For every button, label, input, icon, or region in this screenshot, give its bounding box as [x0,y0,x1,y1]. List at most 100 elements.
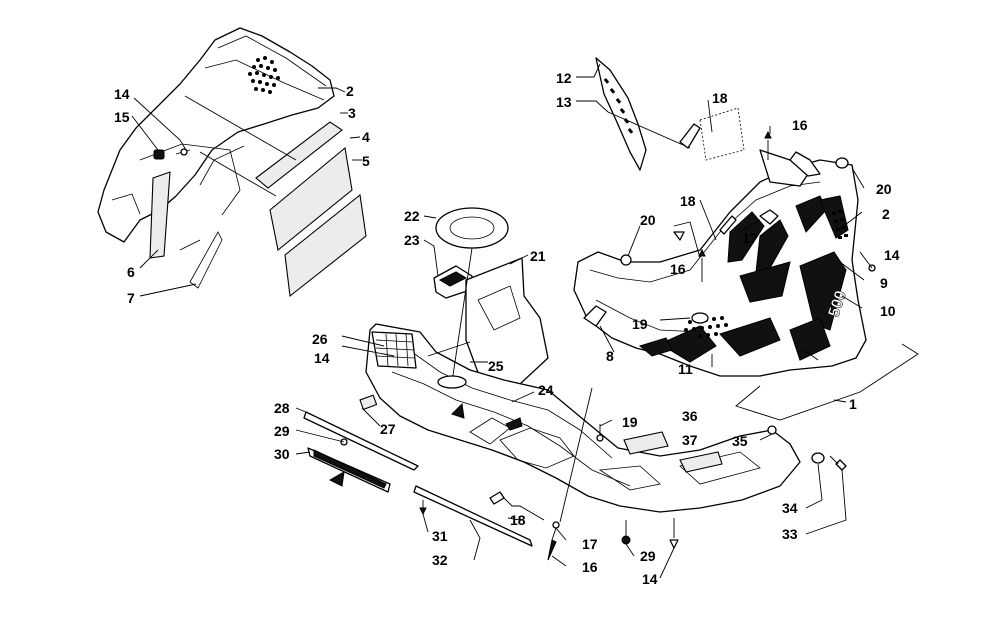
callout-14-lower: 14 [642,571,658,587]
callout-35: 35 [732,433,748,449]
callout-15: 15 [114,109,130,125]
callout-14-center: 14 [314,350,330,366]
assembly-bracket-1 [735,343,919,421]
callout-7: 7 [127,290,135,306]
warning-triangle-2 [328,471,345,487]
callout-22: 22 [404,208,420,224]
callout-6: 6 [127,264,135,280]
grill-mesh-26 [371,331,417,369]
rivet-20-left [620,254,632,266]
decal-9 [832,210,848,239]
callout-17-mid: 17 [742,230,758,246]
callout-34: 34 [782,500,798,516]
callout-27: 27 [380,421,396,437]
decal-10 [727,211,765,263]
callout-17-lower: 17 [582,536,598,552]
callout-13: 13 [556,94,572,110]
screw-16-top [764,130,772,160]
callout-29-left: 29 [274,423,290,439]
right-lower-bolts [759,425,847,535]
callout-28: 28 [274,400,290,416]
side-panel-assembly [97,27,367,298]
deflector-assembly [576,57,691,171]
lower-strips [295,407,533,561]
callout-20-right: 20 [876,181,892,197]
callout-19-lower: 19 [622,414,638,430]
label-37 [679,451,723,473]
callout-14-left: 14 [114,86,130,102]
foam-strip-3 [255,121,343,189]
emblem-17 [759,209,779,225]
bolt-17-lower [552,521,560,529]
callout-1: 1 [849,396,857,412]
callout-2-left: 2 [346,83,354,99]
screw-29-lower [621,520,631,545]
belly-pan-assembly [328,207,801,513]
callout-25: 25 [488,358,504,374]
callout-31: 31 [432,528,448,544]
callout-10: 10 [880,303,896,319]
screw-16-lower [547,527,557,561]
callout-18-lower: 18 [510,512,526,528]
callout-16-lower: 16 [582,559,598,575]
callout-12: 12 [556,70,572,86]
plate-21 [465,257,549,385]
callout-14-right: 14 [884,247,900,263]
grommet-15 [153,149,165,160]
nut-35 [767,425,777,435]
washer-34 [811,452,825,464]
foam-strip-6 [149,171,171,259]
callout-32: 32 [432,552,448,568]
windshield-18 [679,99,745,161]
callout-16-top: 16 [792,117,808,133]
callout-3: 3 [348,105,356,121]
hood-11 [573,159,867,377]
pin-14-lower [669,518,679,549]
rivet-20-right [835,157,849,169]
lower-fasteners [489,387,679,579]
callout-23: 23 [404,232,420,248]
callout-labels: 1 2 2 3 4 5 6 7 8 9 10 11 12 13 14 14 14… [114,70,900,587]
pushpin-20-mid [673,231,685,241]
callout-26: 26 [312,331,328,347]
callout-24: 24 [538,382,554,398]
strip-32 [413,485,533,547]
patch-27 [359,394,378,411]
warning-triangle-1 [451,402,465,419]
screw-31 [419,500,427,516]
vent-holes [248,56,280,94]
callout-21: 21 [530,248,546,264]
tether-18-lower [489,491,545,521]
callout-20-left: 20 [640,212,656,228]
callout-11: 11 [678,361,693,377]
seal-ring-22 [435,207,509,249]
fastener-14-left [175,148,191,156]
label-36 [623,431,669,455]
pad-8 [583,305,607,327]
foam-pad-4 [269,146,353,252]
callout-29-lower: 29 [640,548,656,564]
callout-5: 5 [362,153,370,169]
callout-18-top: 18 [712,90,728,106]
callout-2-right: 2 [882,206,890,222]
hood-assembly: 500 [573,126,919,421]
insulation-7 [189,231,223,289]
strip-28 [303,411,419,471]
callout-4: 4 [362,129,370,145]
callout-33: 33 [782,526,798,542]
grommet-19 [691,312,709,324]
callout-30: 30 [274,446,290,462]
bolt-33 [829,455,847,471]
callout-36: 36 [682,408,698,424]
callout-9: 9 [880,275,888,291]
deflector-12 [595,57,647,171]
screw-16-mid [698,248,706,282]
callout-19-hood: 19 [632,316,648,332]
callout-37: 37 [682,432,698,448]
tether-18 [719,215,737,235]
callout-8: 8 [606,348,614,364]
callout-16-mid: 16 [670,261,686,277]
callout-18-mid: 18 [680,193,696,209]
foam-pad-5 [284,193,367,298]
